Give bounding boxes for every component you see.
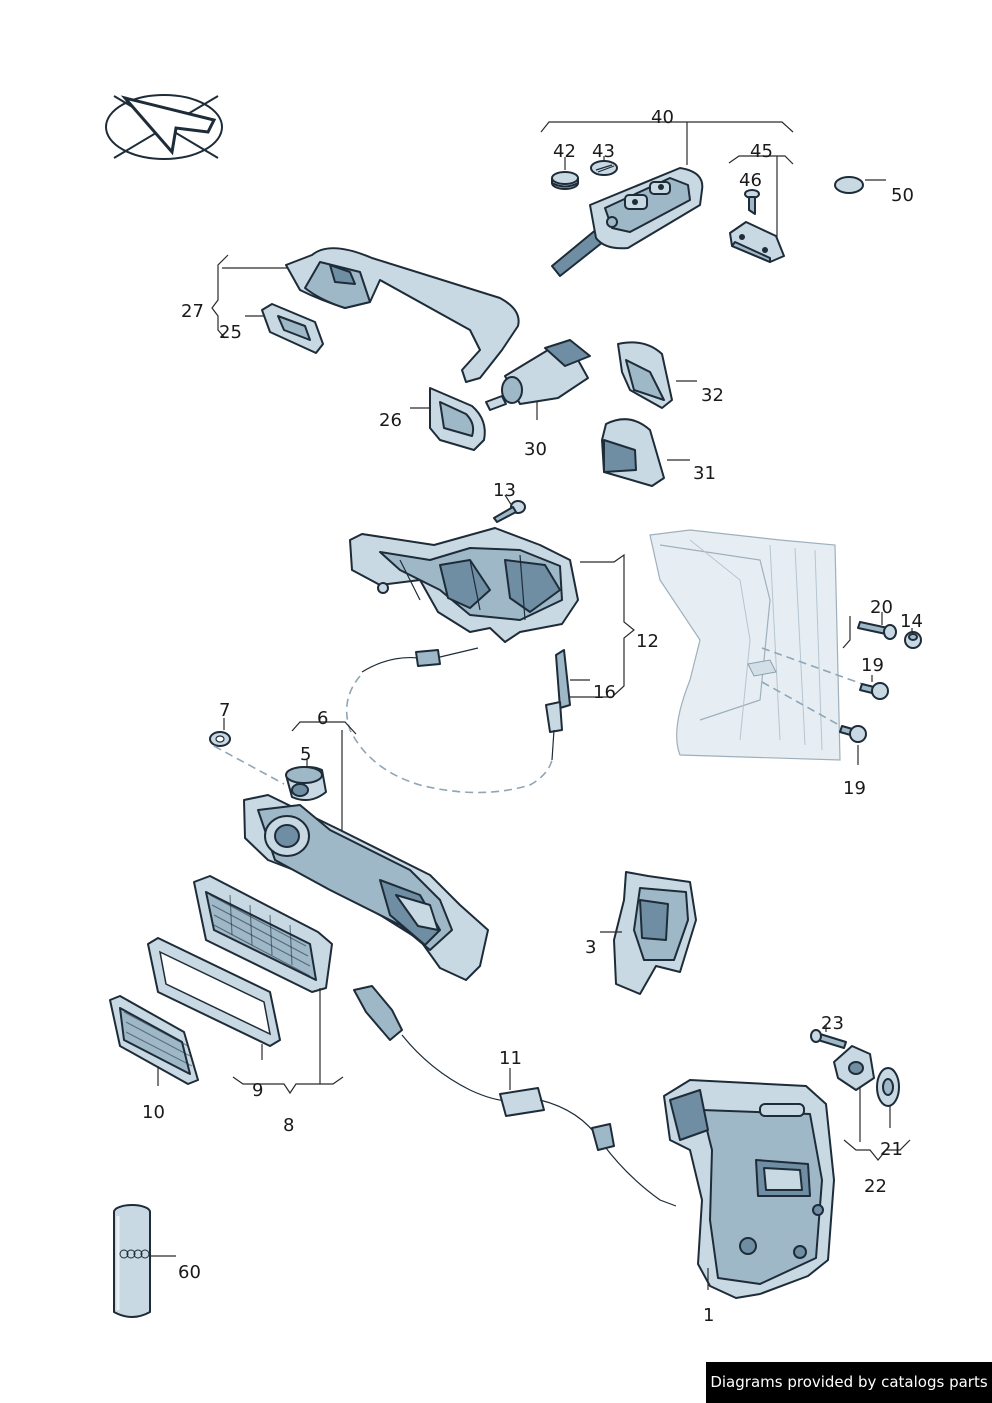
cable-routing-line [345, 675, 553, 794]
callout-19-upper: 19 [861, 655, 884, 676]
callout-10: 10 [142, 1102, 165, 1123]
grille-10 [109, 995, 199, 1086]
washer-21 [876, 1067, 900, 1128]
callout-5: 5 [300, 744, 311, 765]
callout-60: 60 [178, 1262, 201, 1283]
cable-end [361, 647, 479, 673]
callout-1: 1 [703, 1305, 714, 1326]
callout-9: 9 [252, 1080, 263, 1101]
callout-40: 40 [651, 107, 674, 128]
screw-46 [744, 189, 760, 215]
cover-3 [600, 871, 697, 995]
callout-21: 21 [880, 1139, 903, 1160]
callout-26: 26 [379, 410, 402, 431]
cable-11 [353, 985, 677, 1207]
retainer-5 [285, 760, 327, 802]
callout-23: 23 [821, 1013, 844, 1034]
bracket-45 [728, 155, 794, 263]
callout-labels: 40 42 43 45 46 50 27 25 32 26 30 31 13 2… [142, 107, 923, 1326]
callout-31: 31 [693, 463, 716, 484]
screw-13 [493, 494, 526, 523]
callout-20: 20 [870, 597, 893, 618]
callout-8: 8 [283, 1115, 294, 1136]
callout-7: 7 [219, 700, 230, 721]
remote-key-40 [540, 121, 794, 277]
callout-32: 32 [701, 385, 724, 406]
gasket-25 [245, 303, 324, 354]
trim-8 [193, 875, 344, 1095]
callout-25: 25 [219, 322, 242, 343]
door-lock-1 [663, 1079, 835, 1299]
door-handle-27 [211, 247, 520, 383]
washer-7 [209, 718, 285, 785]
cap-43 [590, 156, 618, 176]
callout-22: 22 [864, 1176, 887, 1197]
callout-42: 42 [553, 141, 576, 162]
plate-22 [833, 1045, 911, 1161]
callout-27: 27 [181, 301, 204, 322]
handle-carrier-12 [349, 527, 635, 698]
callout-6: 6 [317, 708, 328, 729]
footer-credit: Diagrams provided by catalogs parts [706, 1362, 992, 1403]
callout-14: 14 [900, 611, 923, 632]
inner-handle-6 [243, 721, 489, 981]
cap-50 [834, 176, 886, 194]
screw-20 [842, 612, 897, 649]
callout-46: 46 [739, 170, 762, 191]
cap-32 [617, 341, 697, 409]
callout-43: 43 [592, 141, 615, 162]
lock-cylinder-30 [485, 339, 591, 420]
callout-12: 12 [636, 631, 659, 652]
screw-19b [839, 725, 867, 765]
door-panel [649, 529, 869, 761]
callout-13: 13 [493, 480, 516, 501]
callout-45: 45 [750, 141, 773, 162]
battery-42 [551, 157, 579, 190]
callout-19-lower: 19 [843, 778, 866, 799]
frame-9 [147, 937, 281, 1060]
callout-50: 50 [891, 185, 914, 206]
callout-16: 16 [593, 682, 616, 703]
callout-3: 3 [585, 937, 596, 958]
lubricant-can-60 [113, 1204, 176, 1318]
orientation-logo [105, 94, 223, 160]
cable-16 [545, 649, 590, 761]
screw-23 [810, 1025, 847, 1049]
gasket-26 [410, 387, 486, 451]
nut-14 [904, 628, 922, 649]
callout-30: 30 [524, 439, 547, 460]
callout-11: 11 [499, 1048, 522, 1069]
cap-31 [601, 418, 690, 487]
screw-19a [859, 675, 889, 700]
